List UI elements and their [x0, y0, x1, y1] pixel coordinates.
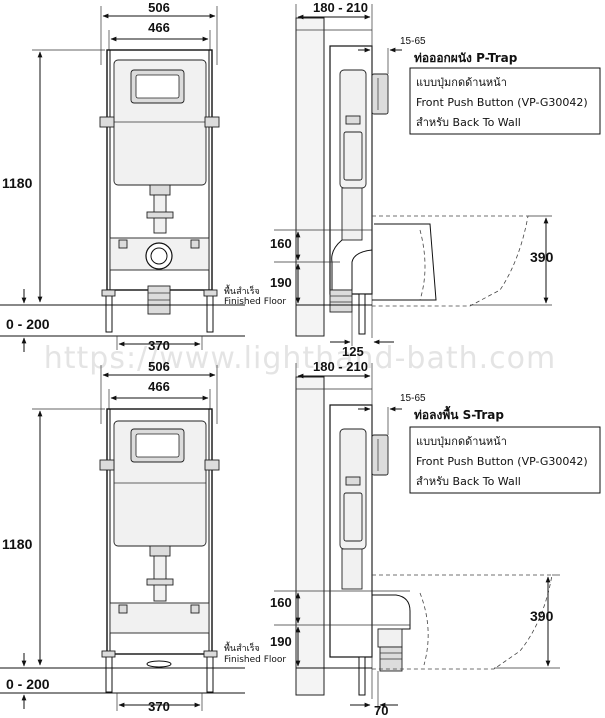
dim-floor-range: 0 - 200: [6, 316, 50, 332]
front-view-top: 506 466: [0, 0, 286, 353]
note-line3-top: สำหรับ Back To Wall: [416, 116, 521, 129]
title-s-trap: ท่อลงพื้น S-Trap: [414, 405, 504, 422]
dim-height: 1180: [2, 175, 33, 191]
dim-390-top: 390: [530, 249, 554, 265]
finished-floor-th-2: พื้นสำเร็จ: [224, 641, 260, 654]
note-line1-bottom: แบบปุ่มกดด้านหน้า: [416, 435, 507, 448]
note-line2-top: Front Push Button (VP-G30042): [416, 96, 588, 109]
front-view-bottom: 506 466 1180 0 - 200 พื้นสำเร็จ: [0, 359, 286, 714]
dim-width-outer-2: 506: [148, 359, 170, 374]
dim-floor-range-2: 0 - 200: [6, 676, 50, 692]
dim-190-top: 190: [270, 275, 292, 290]
dim-width-outer: 506: [148, 0, 170, 15]
finished-floor-th: พื้นสำเร็จ: [224, 284, 260, 297]
dim-button-offset-top: 15-65: [400, 36, 426, 47]
dim-width-inner: 466: [148, 20, 170, 35]
dim-wall-range-top: 180 - 210: [313, 0, 368, 15]
side-view-p-trap: 180 - 210 15-65 ท่อออกผนัง P-Trap แบบปุ่…: [270, 0, 601, 359]
dim-width-inner-2: 466: [148, 379, 170, 394]
note-line1-top: แบบปุ่มกดด้านหน้า: [416, 76, 507, 89]
dim-bottom-top: 125: [342, 344, 364, 359]
dim-foot-spacing-2: 370: [148, 699, 170, 714]
dim-wall-range-bottom: 180 - 210: [313, 359, 368, 374]
dim-160-bottom: 160: [270, 595, 292, 610]
dim-height-2: 1180: [2, 536, 33, 552]
dim-160-top: 160: [270, 236, 292, 251]
finished-floor-en-2: Finished Floor: [224, 655, 286, 665]
note-box-bottom: [409, 426, 601, 494]
title-p-trap: ท่อออกผนัง P-Trap: [414, 51, 518, 65]
note-line2-bottom: Front Push Button (VP-G30042): [416, 455, 588, 468]
finished-floor-en: Finished Floor: [224, 297, 286, 307]
note-box-top: [409, 67, 601, 135]
side-view-s-trap: 180 - 210 15-65 ท่อลงพื้น S-Trap แบบปุ่ม…: [270, 359, 601, 718]
watermark-text: https://www.lighthand-bath.com: [44, 341, 557, 376]
note-line3-bottom: สำหรับ Back To Wall: [416, 475, 521, 488]
dim-bottom-bottom: 70: [374, 703, 388, 718]
dim-button-offset-bottom: 15-65: [400, 393, 426, 404]
dim-190-bottom: 190: [270, 634, 292, 649]
dim-390-bottom: 390: [530, 608, 554, 624]
dim-foot-spacing: 370: [148, 338, 170, 353]
